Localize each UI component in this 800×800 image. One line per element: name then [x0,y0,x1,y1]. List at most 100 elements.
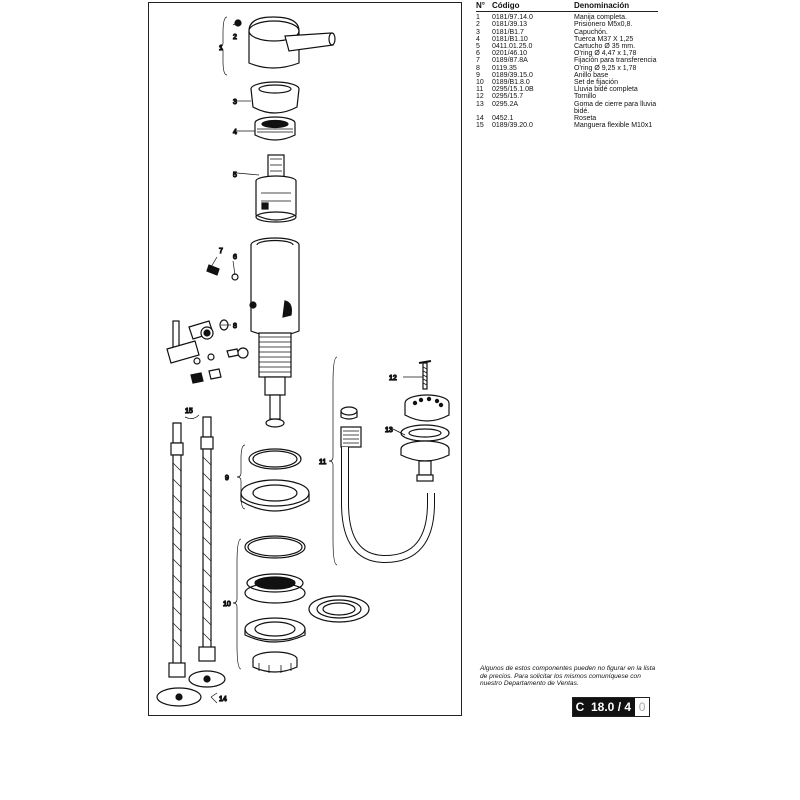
cell-code: 0181/97.14.0 [492,14,533,22]
cell-code: 0181/B1.7 [492,28,524,36]
table-row: 14 0452.1 Roseta [476,115,658,122]
cell-num: 15 [476,122,484,130]
table-row: 5 0411.01.25.0 Cartucho Ø 35 mm. [476,43,658,50]
parts-table-body: 1 0181/97.14.0 Manija completa. 2 0181/39.13… [476,14,658,129]
cell-name: Tuerca M37 X 1,25 [574,35,634,43]
part-flexible-hoses [168,416,216,678]
cell-name: O'ring Ø 9,25 x 1,78 [574,64,637,72]
table-row: 3 0181/B1.7 Capuchón. [476,29,658,36]
cell-name: Lluvia bidé completa [574,86,638,94]
page-section-letter: C [573,698,587,716]
table-row: 8 0119.35 O'ring Ø 9,25 x 1,78 [476,65,658,72]
callout-5: 5 [233,172,237,179]
table-row: 12 0295/15.7 Tornillo [476,93,658,100]
cell-code: 0181/B1.10 [492,35,528,43]
table-row: 2 0181/39.13 Prisionero M5x0,8. [476,21,658,28]
callout-11: 11 [319,459,326,466]
cell-num: 12 [476,93,484,101]
cell-name: Cartucho Ø 35 mm. [574,43,636,51]
callout-13: 13 [385,427,393,434]
cell-name: Capuchón. [574,28,608,36]
cell-name: Roseta [574,115,597,123]
cell-num: 2 [476,21,480,29]
table-row: 7 0189/87.8A Fijación para transferencia [476,57,658,64]
page-suffix: 0 [635,698,650,716]
cell-num: 7 [476,57,480,65]
header-name: Denominación [574,1,630,10]
cell-code: 0189/39.15.0 [492,71,533,79]
cell-code: 0189/39.20.0 [492,122,533,130]
header-num: N° [476,1,485,10]
cell-code: 0452.1 [492,115,514,123]
part-nut [254,116,296,141]
cell-code: 0201/46.10 [492,50,528,58]
callout-12: 12 [389,375,397,382]
cell-num: 4 [476,35,480,43]
part-body [249,237,300,428]
callout-10: 10 [223,601,231,608]
cell-code: 0189/87.8A [492,57,528,65]
part-handle [248,16,336,69]
part-screw [418,360,432,390]
part-side-fitting [166,264,249,384]
part-cap [250,81,300,114]
table-row: 13 0295.2A Goma de cierre para lluvia bidé… [476,101,658,115]
cell-num: 6 [476,50,480,58]
part-cartridge [255,154,297,223]
callout-2: 2 [233,34,237,41]
availability-note: Algunos de estos componentes pueden no f… [480,665,656,687]
cell-num: 10 [476,79,484,87]
cell-num: 13 [476,100,484,108]
parts-table: N° Código Denominación 1 0181/97.14.0 Mani… [476,1,658,129]
part-base-ring [240,448,310,512]
cell-num: 14 [476,115,484,123]
cell-code: 0411.01.25.0 [492,43,533,51]
callout-8: 8 [233,323,237,330]
cell-name: Anillo base [574,71,609,79]
cell-name: Manija completa. [574,14,627,22]
table-row: 6 0201/46.10 O'ring Ø 4,47 x 1,78 [476,50,658,57]
table-row: 10 0189/B1.8.0 Set de fijación [476,79,658,86]
callout-6: 6 [233,254,237,261]
cell-name: Set de fijación [574,79,618,87]
part-rosettes [156,670,226,707]
callout-9: 9 [225,475,229,482]
part-spray-head [400,394,450,482]
callout-3: 3 [233,99,237,106]
exploded-diagram-frame: 1 2 3 4 5 6 7 8 9 10 11 12 13 14 15 [148,2,462,716]
cell-name: O'ring Ø 4,47 x 1,78 [574,50,637,58]
cell-name: Prisionero M5x0,8. [574,21,633,29]
table-row: 4 0181/B1.10 Tuerca M37 X 1,25 [476,36,658,43]
callout-leaders [184,16,423,704]
page-number: 18.0 / 4 [587,698,636,716]
cell-num: 5 [476,43,480,51]
cell-num: 9 [476,71,480,79]
table-row: 11 0295/15.1.0B Lluvia bidé completa [476,86,658,93]
callout-15: 15 [185,408,193,415]
cell-num: 8 [476,64,480,72]
cell-code: 0119.35 [492,64,517,72]
cell-code: 0295.2A [492,100,519,108]
cell-code: 0295/15.7 [492,93,524,101]
exploded-diagram: 1 2 3 4 5 6 7 8 9 10 11 12 13 14 15 [156,16,450,707]
cell-num: 1 [476,14,480,22]
cell-name: Fijación para transferencia [574,57,657,65]
page-reference: C 18.0 / 4 0 [572,697,651,717]
part-set-screw [234,19,242,27]
header-code: Código [492,1,520,10]
callout-14: 14 [219,696,227,703]
cell-code: 0189/B1.8.0 [492,79,530,87]
table-row: 1 0181/97.14.0 Manija completa. [476,14,658,21]
part-bidet-spray-hose [340,406,435,564]
cell-name: Manguera flexible M10x1 [574,122,653,130]
cell-name: Tornillo [574,93,597,101]
cell-code: 0181/39.13 [492,21,528,29]
part-fixing-set [244,535,370,673]
cell-code: 0295/15.1.0B [492,86,534,94]
cell-num: 3 [476,28,480,36]
callout-4: 4 [233,129,237,136]
cell-name: Goma de cierre para lluvia bidé. [574,100,657,115]
table-row: 15 0189/39.20.0 Manguera flexible M10x1 [476,122,658,129]
cell-num: 11 [476,86,484,94]
callout-1: 1 [219,45,223,52]
